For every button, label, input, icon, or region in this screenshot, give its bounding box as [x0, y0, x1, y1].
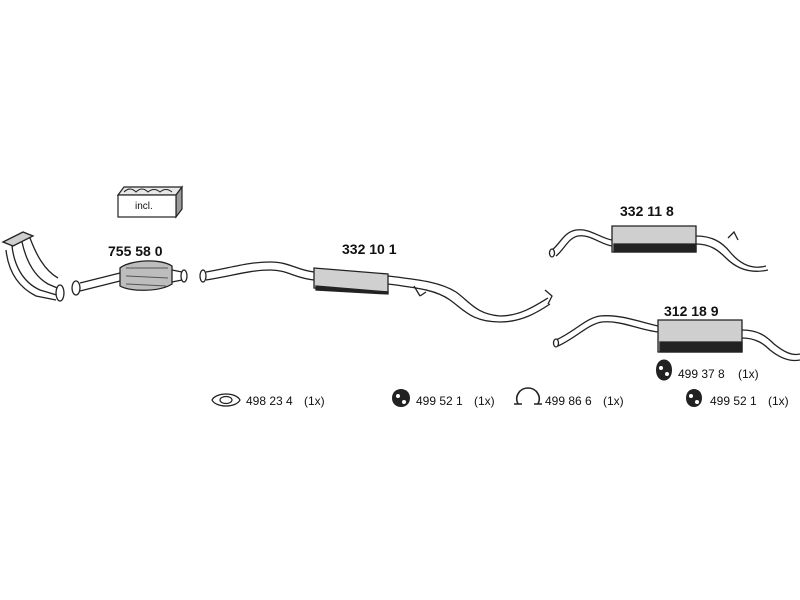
- incl-box: [116, 185, 184, 219]
- rubber-mount-icon: [392, 389, 410, 407]
- gasket-ring-icon: [211, 393, 241, 407]
- part-label-front-pipe: 332 10 1: [342, 241, 397, 257]
- accessory-qty: (1x): [304, 394, 325, 408]
- part-label-rear-silencer-a: 332 11 8: [620, 203, 674, 219]
- accessory-qty: (1x): [768, 394, 789, 408]
- rubber-mount-icon: [686, 389, 702, 407]
- accessory-code: 499 86 6: [545, 394, 592, 408]
- accessory-code: 499 37 8: [678, 367, 725, 381]
- accessory-code: 498 23 4: [246, 394, 293, 408]
- accessory-qty: (1x): [474, 394, 495, 408]
- accessory-qty: (1x): [603, 394, 624, 408]
- accessory-code: 499 52 1: [416, 394, 463, 408]
- rear-silencer-b: [552, 315, 800, 362]
- accessory-qty: (1x): [738, 367, 759, 381]
- part-label-rear-silencer-b: 312 18 9: [664, 303, 719, 319]
- catalytic-converter: [71, 260, 188, 296]
- accessory-code: 499 52 1: [710, 394, 757, 408]
- part-label-cat-kit: 755 58 0: [108, 243, 163, 259]
- rubber-mount-icon: [656, 359, 672, 381]
- rear-silencer-a: [548, 225, 769, 272]
- clamp-icon: [514, 387, 542, 405]
- incl-label: incl.: [135, 201, 153, 212]
- front-pipe-middle-silencer: [199, 261, 553, 323]
- manifold-downpipe: [1, 231, 65, 302]
